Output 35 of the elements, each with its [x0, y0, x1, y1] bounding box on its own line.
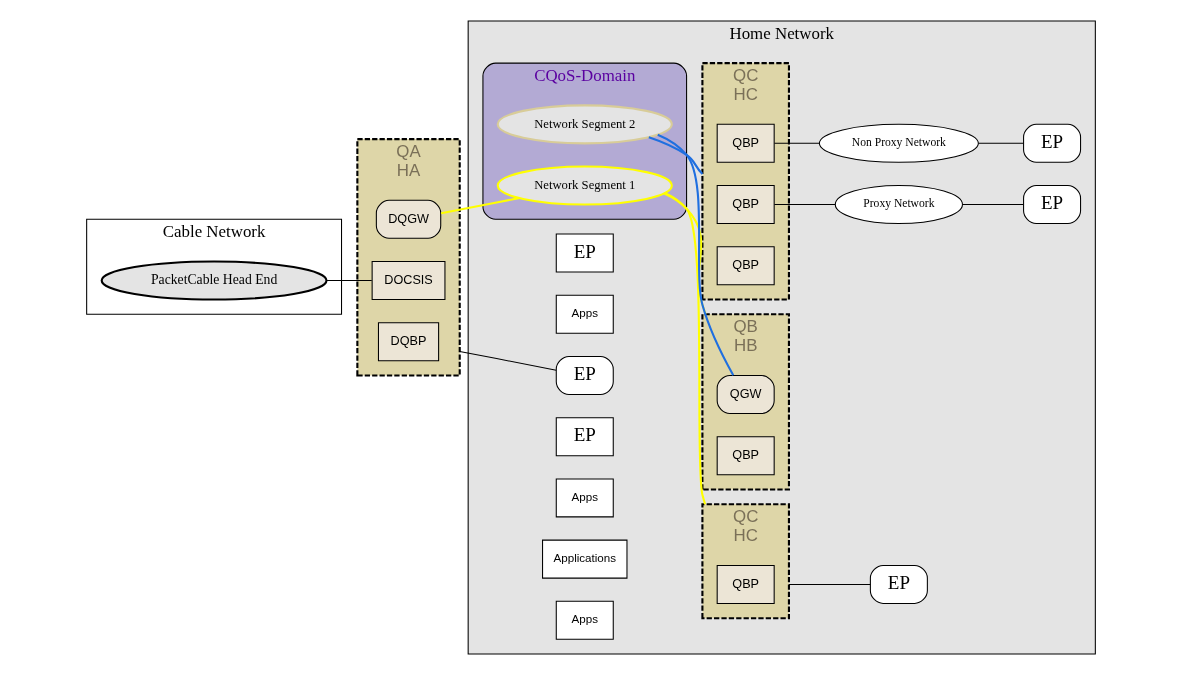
node-box: DOCSIS — [371, 261, 446, 301]
node-box: Applications — [542, 539, 628, 579]
node-box: Apps — [555, 600, 614, 640]
node-box: QBP — [716, 564, 775, 604]
connector — [459, 350, 557, 371]
node-box: EP — [555, 355, 614, 395]
node-box: DQGW — [375, 199, 442, 239]
node-box: EP — [1023, 185, 1082, 225]
node-box: Apps — [555, 294, 614, 334]
connector — [773, 204, 836, 206]
node-ellipse: Network Segment 1 — [496, 165, 673, 206]
node-box: EP — [869, 564, 928, 604]
node-box: EP — [555, 233, 614, 273]
connector — [773, 142, 820, 144]
connector — [648, 136, 704, 175]
node-box: QGW — [716, 374, 775, 414]
connector — [440, 197, 520, 215]
node-box: QBP — [716, 123, 775, 163]
connector — [664, 192, 707, 505]
node-ellipse: Non Proxy Network — [818, 123, 979, 163]
connector — [978, 142, 1024, 144]
node-ellipse: Network Segment 2 — [496, 104, 673, 145]
node-box: QBP — [716, 185, 775, 225]
connector — [326, 280, 373, 282]
node-ellipse: PacketCable Head End — [100, 260, 328, 301]
connector — [962, 204, 1024, 206]
node-box: EP — [1023, 123, 1082, 163]
connector — [657, 133, 735, 376]
node-box: Apps — [555, 478, 614, 518]
connector — [788, 583, 871, 585]
node-ellipse: Proxy Network — [834, 185, 963, 225]
node-box: DQBP — [377, 322, 440, 362]
node-box: QBP — [716, 246, 775, 286]
node-box: EP — [555, 417, 614, 457]
node-box: QBP — [716, 436, 775, 476]
